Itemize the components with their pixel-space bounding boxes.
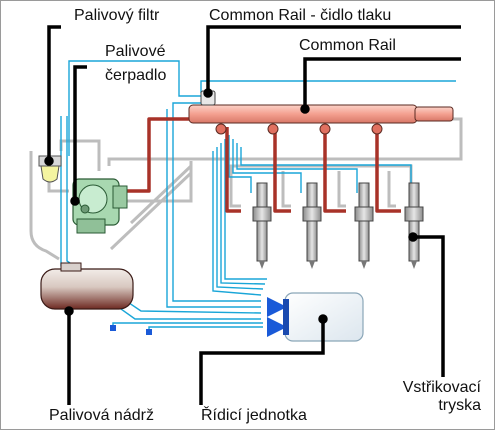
label-palivove-cerpadlo-1: Palivové: [105, 43, 166, 60]
label-palivove-cerpadlo-2: čerpadlo: [105, 67, 167, 84]
injector-2: [302, 182, 322, 269]
label-vstrikovaci-1: Vstřikovací: [402, 379, 481, 396]
injector-1: [252, 182, 272, 269]
label-common-rail: Common Rail: [299, 37, 396, 54]
label-ridici-jednotka: Řídicí jednotka: [201, 407, 307, 424]
fuel-tank: [40, 262, 134, 310]
ecu-unit: [267, 292, 364, 342]
label-common-rail-cidlo: Common Rail - čidlo tlaku: [209, 7, 392, 24]
injector-4: [404, 182, 424, 269]
label-palivovy-filtr: Palivový filtr: [74, 7, 160, 24]
label-vstrikovaci-2: tryska: [438, 397, 481, 414]
fuel-pump: [72, 178, 128, 234]
injector-3: [354, 182, 374, 269]
connector-2: [146, 329, 152, 335]
high-pressure-lines: [119, 117, 401, 213]
callout-leaders: [44, 25, 461, 405]
label-palivova-nadrz: Palivová nádrž: [49, 407, 154, 424]
connector-1: [110, 325, 116, 331]
